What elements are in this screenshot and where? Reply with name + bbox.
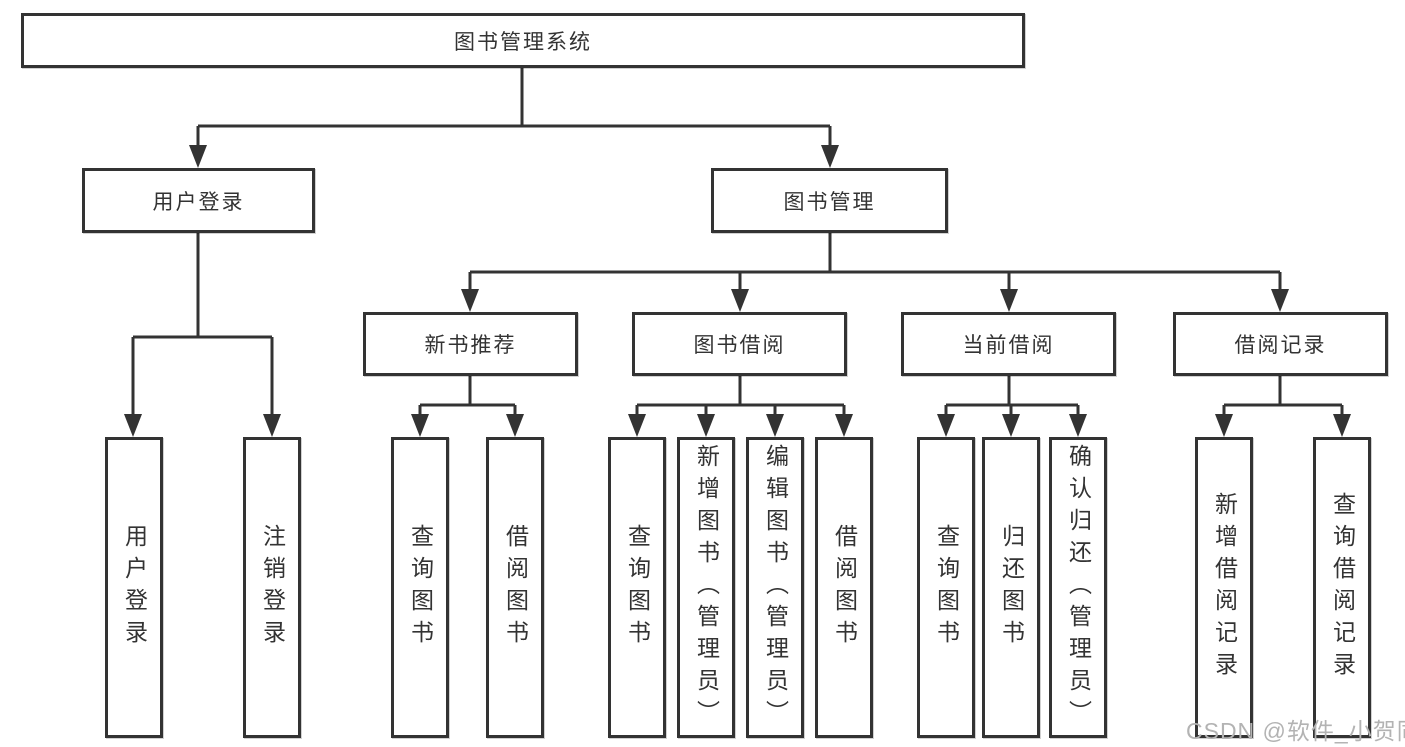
arrow-down-icon xyxy=(124,414,142,437)
leaf-label: 归还图书 xyxy=(998,523,1025,652)
node-book-management: 图书管理 xyxy=(711,168,948,233)
leaf-return-books: 归还图书 xyxy=(982,437,1040,738)
leaf-add-books-admin: 新增图书（管理员） xyxy=(677,437,735,738)
leaf-logout-login: 注销登录 xyxy=(243,437,301,738)
node-label: 图书管理系统 xyxy=(454,30,592,54)
arrow-down-icon xyxy=(835,414,853,437)
leaf-label: 新增图书（管理员） xyxy=(693,443,720,732)
node-label: 用户登录 xyxy=(152,190,245,214)
arrow-down-icon xyxy=(1002,414,1020,437)
leaf-edit-books-admin: 编辑图书（管理员） xyxy=(746,437,804,738)
node-library-management-system: 图书管理系统 xyxy=(21,13,1025,68)
node-label: 图书借阅 xyxy=(693,334,786,357)
leaf-borrow-books-2: 借阅图书 xyxy=(815,437,873,738)
leaf-label: 查询图书 xyxy=(407,523,434,652)
node-borrowing-records: 借阅记录 xyxy=(1173,312,1388,376)
arrow-down-icon xyxy=(189,145,207,168)
leaf-label: 借阅图书 xyxy=(502,523,529,652)
node-label: 新书推荐 xyxy=(424,334,517,357)
watermark: CSDN @软件_小贺同学 xyxy=(1186,718,1405,744)
leaf-user-login: 用户登录 xyxy=(105,437,163,738)
arrow-down-icon xyxy=(506,414,524,437)
leaf-borrow-books-1: 借阅图书 xyxy=(486,437,544,738)
leaf-label: 查询图书 xyxy=(624,523,651,652)
node-label: 借阅记录 xyxy=(1234,334,1327,357)
arrow-down-icon xyxy=(1271,289,1289,312)
arrow-down-icon xyxy=(628,414,646,437)
leaf-label: 查询借阅记录 xyxy=(1329,491,1356,684)
node-label: 当前借阅 xyxy=(962,334,1055,357)
leaf-label: 编辑图书（管理员） xyxy=(762,443,789,732)
leaf-label: 确认归还（管理员） xyxy=(1065,443,1092,732)
leaf-add-borrow-record: 新增借阅记录 xyxy=(1195,437,1253,738)
node-user-login: 用户登录 xyxy=(82,168,315,233)
leaf-label: 查询图书 xyxy=(933,523,960,652)
leaf-label: 新增借阅记录 xyxy=(1211,491,1238,684)
node-new-book-recommend: 新书推荐 xyxy=(363,312,578,376)
leaf-label: 用户登录 xyxy=(121,523,148,652)
node-book-borrowing: 图书借阅 xyxy=(632,312,847,376)
leaf-label: 注销登录 xyxy=(259,523,286,652)
arrow-down-icon xyxy=(1000,289,1018,312)
arrow-down-icon xyxy=(766,414,784,437)
leaf-query-books-3: 查询图书 xyxy=(917,437,975,738)
leaf-query-borrow-record: 查询借阅记录 xyxy=(1313,437,1371,738)
leaf-query-books-2: 查询图书 xyxy=(608,437,666,738)
leaf-label: 借阅图书 xyxy=(831,523,858,652)
arrow-down-icon xyxy=(937,414,955,437)
leaf-confirm-return-admin: 确认归还（管理员） xyxy=(1049,437,1107,738)
leaf-query-books-1: 查询图书 xyxy=(391,437,449,738)
arrow-down-icon xyxy=(731,289,749,312)
arrow-down-icon xyxy=(1215,414,1233,437)
arrow-down-icon xyxy=(1333,414,1351,437)
arrow-down-icon xyxy=(821,145,839,168)
node-label: 图书管理 xyxy=(783,190,876,214)
node-current-borrowing: 当前借阅 xyxy=(901,312,1116,376)
arrow-down-icon xyxy=(411,414,429,437)
arrow-down-icon xyxy=(1069,414,1087,437)
arrow-down-icon xyxy=(461,289,479,312)
arrow-down-icon xyxy=(697,414,715,437)
arrow-down-icon xyxy=(263,414,281,437)
